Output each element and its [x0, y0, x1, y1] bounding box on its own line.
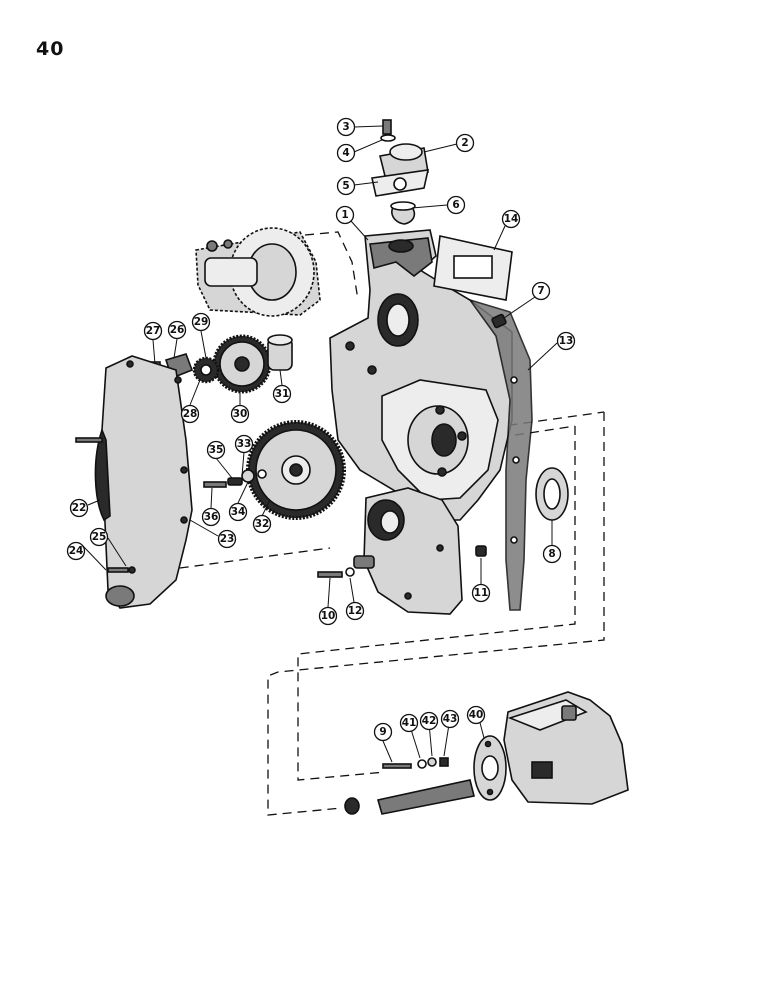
callout-33: 33 — [234, 434, 254, 454]
svg-text:29: 29 — [194, 316, 209, 328]
callout-27: 27 — [143, 321, 163, 341]
page-number: 40 — [36, 38, 65, 60]
svg-text:40: 40 — [469, 709, 484, 721]
svg-text:3: 3 — [342, 121, 349, 133]
thermostat-housing-group — [371, 119, 430, 225]
callout-10: 10 — [318, 606, 338, 626]
svg-text:13: 13 — [559, 335, 574, 347]
svg-text:24: 24 — [69, 545, 84, 557]
callout-6: 6 — [446, 195, 466, 215]
callout-43: 43 — [440, 709, 460, 729]
svg-text:41: 41 — [402, 717, 417, 729]
svg-text:43: 43 — [443, 713, 458, 725]
callout-2: 2 — [455, 133, 475, 153]
callout-labels: 3 4 2 5 6 1 14 7 13 8 11 12 10 27 26 29 … — [66, 117, 576, 742]
svg-text:5: 5 — [342, 180, 349, 192]
callout-3: 3 — [336, 117, 356, 137]
callout-42: 42 — [419, 711, 439, 731]
callout-26: 26 — [167, 320, 187, 340]
callout-4: 4 — [336, 143, 356, 163]
svg-text:1: 1 — [341, 209, 348, 221]
callout-35: 35 — [206, 440, 226, 460]
svg-text:11: 11 — [474, 587, 489, 599]
svg-text:22: 22 — [72, 502, 87, 514]
callout-30: 30 — [230, 404, 250, 424]
callout-40: 40 — [466, 705, 486, 725]
callout-12: 12 — [345, 601, 365, 621]
gear-cover — [75, 355, 193, 609]
water-pump-assembly — [195, 227, 321, 317]
callout-1: 1 — [335, 205, 355, 225]
svg-text:23: 23 — [220, 533, 235, 545]
svg-text:6: 6 — [452, 199, 459, 211]
callout-14: 14 — [501, 209, 521, 229]
svg-text:12: 12 — [348, 605, 363, 617]
gasket-group — [433, 235, 533, 611]
fuel-injection-pump — [344, 691, 629, 815]
callout-34: 34 — [228, 502, 248, 522]
callout-41: 41 — [399, 713, 419, 733]
svg-text:36: 36 — [204, 511, 219, 523]
svg-text:32: 32 — [255, 518, 270, 530]
svg-text:10: 10 — [321, 610, 336, 622]
callout-24: 24 — [66, 541, 86, 561]
callout-23: 23 — [217, 529, 237, 549]
callout-36: 36 — [201, 507, 221, 527]
svg-text:26: 26 — [170, 324, 185, 336]
callout-22: 22 — [69, 498, 89, 518]
callout-5: 5 — [336, 176, 356, 196]
callout-9: 9 — [373, 722, 393, 742]
callout-28: 28 — [180, 404, 200, 424]
callout-32: 32 — [252, 514, 272, 534]
svg-text:25: 25 — [92, 531, 107, 543]
svg-text:34: 34 — [231, 506, 246, 518]
callout-11: 11 — [471, 583, 491, 603]
svg-text:35: 35 — [209, 444, 224, 456]
svg-text:14: 14 — [504, 213, 519, 225]
small-parts-right — [475, 313, 569, 557]
callout-31: 31 — [272, 384, 292, 404]
leader-lines — [82, 125, 558, 763]
svg-text:33: 33 — [237, 438, 252, 450]
svg-text:28: 28 — [183, 408, 198, 420]
svg-text:27: 27 — [146, 325, 161, 337]
timing-gears — [145, 334, 346, 520]
svg-text:8: 8 — [548, 548, 555, 560]
svg-text:7: 7 — [537, 285, 544, 297]
svg-text:9: 9 — [379, 726, 386, 738]
callout-8: 8 — [542, 544, 562, 564]
callout-29: 29 — [191, 312, 211, 332]
callout-25: 25 — [89, 527, 109, 547]
svg-text:42: 42 — [422, 715, 437, 727]
svg-text:4: 4 — [342, 147, 349, 159]
callout-7: 7 — [531, 281, 551, 301]
svg-text:30: 30 — [233, 408, 248, 420]
svg-text:31: 31 — [275, 388, 290, 400]
callout-13: 13 — [556, 331, 576, 351]
svg-text:2: 2 — [461, 137, 468, 149]
timing-gear-housing — [329, 229, 513, 615]
